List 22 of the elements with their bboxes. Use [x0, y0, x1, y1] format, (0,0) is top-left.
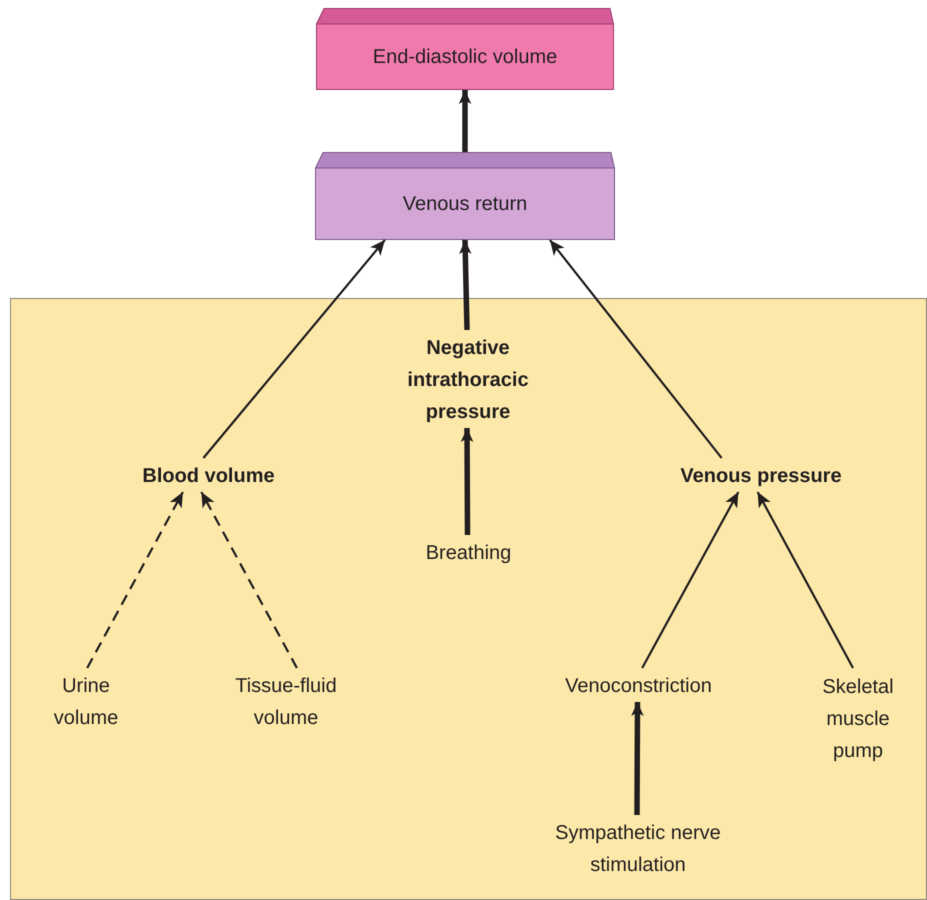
- box-label: Venous return: [402, 192, 528, 216]
- factor-label: Sympathetic nerve stimulation: [554, 821, 722, 878]
- box-label: End-diastolic volume: [372, 46, 558, 68]
- factor-label: Urine volume: [52, 674, 120, 731]
- arrow: [549, 239, 722, 459]
- factor-label: Negative intrathoracic pressure: [406, 336, 530, 425]
- arrow: [200, 491, 298, 669]
- arrow: [756, 491, 854, 669]
- arrow: [86, 491, 184, 669]
- panel-background: [10, 298, 927, 900]
- factor-label: Blood volume: [142, 464, 275, 489]
- factor-label: Tissue-fluid volume: [234, 674, 338, 731]
- factor-label: Breathing: [426, 541, 512, 566]
- arrow: [459, 240, 472, 330]
- factor-label: Venous pressure: [680, 464, 842, 489]
- arrow: [641, 491, 740, 669]
- factor-label: Venoconstriction: [565, 674, 712, 699]
- factor-label: Skeletal muscle pump: [821, 675, 895, 764]
- arrow: [202, 239, 386, 459]
- arrow: [458, 90, 472, 152]
- arrow: [631, 702, 644, 815]
- arrow: [460, 428, 474, 535]
